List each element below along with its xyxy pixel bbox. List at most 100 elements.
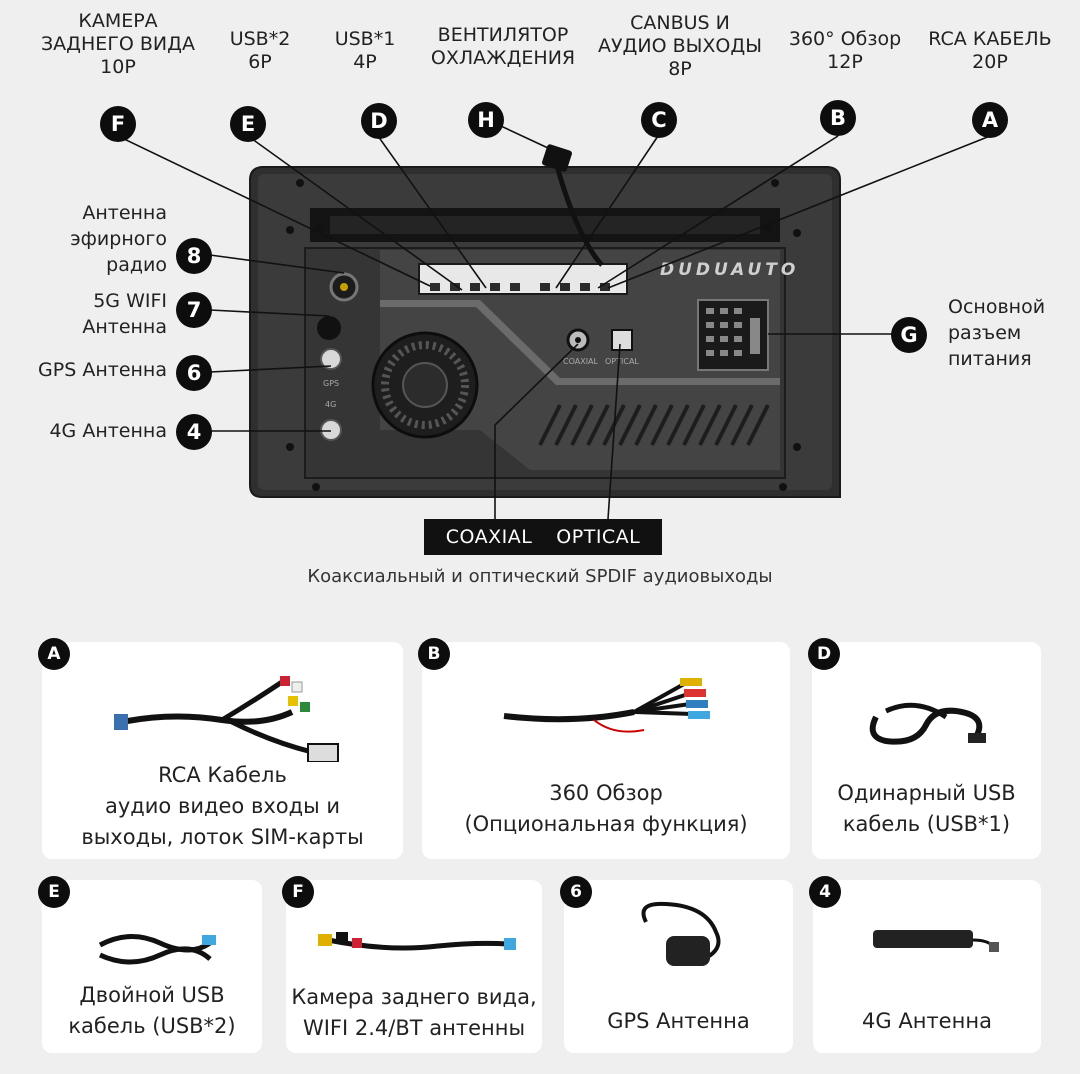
card-line: 4G Антенна <box>862 1009 992 1033</box>
card-line: 360 Обзор <box>549 781 663 805</box>
label-line: CANBUS И <box>630 12 730 34</box>
card-line: Одинарный USB <box>837 781 1016 805</box>
spdif-label-box: COAXIAL OPTICAL <box>424 519 662 555</box>
card-badge: D <box>808 638 840 670</box>
card-badge: F <box>282 876 314 908</box>
label-gps-antenna: GPS Антенна <box>38 359 167 381</box>
label-line: 20P <box>972 51 1008 73</box>
lte-port-label: 4G <box>325 400 336 409</box>
4g-antenna-image <box>873 930 999 952</box>
rca-cable-image <box>114 676 339 762</box>
coaxial-label: COAXIAL <box>445 526 533 548</box>
label-line: ОХЛАЖДЕНИЯ <box>430 47 576 69</box>
screws <box>286 179 801 491</box>
label-cooling-fan: ВЕНТИЛЯТОР ОХЛАЖДЕНИЯ <box>418 24 588 70</box>
card-line: кабель (USB*2) <box>68 1014 236 1038</box>
label-line: Основной <box>948 296 1046 318</box>
label-line: 12P <box>827 51 863 73</box>
label-canbus: CANBUS И АУДИО ВЫХОДЫ 8P <box>590 12 770 81</box>
card-line: GPS Антенна <box>607 1009 750 1033</box>
coaxial-port-label: COAXIAL <box>563 357 599 366</box>
fan-hub <box>402 362 448 408</box>
label-wifi-antenna: 5G WIFI Антенна <box>40 288 167 340</box>
card-line: выходы, лоток SIM-карты <box>81 825 364 849</box>
lte-antenna-port <box>320 419 342 441</box>
label-line: Антенна <box>82 316 167 338</box>
head-unit-diagram: DUDUAUTO COAXIAL OPTICAL GPS 4G <box>117 119 991 520</box>
label-360: 360° Обзор 12P <box>780 28 910 74</box>
power-pins <box>706 308 760 356</box>
badge-c: C <box>641 102 677 138</box>
label-line: RCA КАБЕЛЬ <box>928 28 1052 50</box>
card-line: WIFI 2.4/BT антенны <box>302 1016 526 1040</box>
label-line: эфирного <box>70 228 167 250</box>
card-text: GPS Антенна <box>564 1006 793 1037</box>
vent-grille <box>538 404 770 446</box>
badge-d: D <box>361 103 397 139</box>
card-text: RCA Кабель аудио видео входы и выходы, л… <box>42 760 403 853</box>
spdif-caption: Коаксиальный и оптический SPDIF аудиовых… <box>307 566 773 587</box>
badge-b: B <box>820 100 856 136</box>
card-text: 360 Обзор (Опциональная функция) <box>422 778 790 840</box>
card-360-view: B 360 Обзор (Опциональная функция) <box>418 638 790 859</box>
badge-e: E <box>230 106 266 142</box>
card-line: RCA Кабель <box>158 763 287 787</box>
usb1-cable-image <box>869 702 986 745</box>
label-line: разъем <box>948 322 1022 344</box>
card-line: (Опциональная функция) <box>464 812 748 836</box>
badge-4: 4 <box>176 414 212 450</box>
card-rear-camera: F Камера заднего вида, WIFI 2.4/BT антен… <box>282 876 542 1053</box>
optical-port <box>611 329 633 351</box>
label-rca: RCA КАБЕЛЬ 20P <box>915 28 1065 74</box>
label-line: 8P <box>668 58 692 80</box>
fan-cable <box>553 161 604 267</box>
optical-port-label: OPTICAL <box>605 357 639 366</box>
label-line: ВЕНТИЛЯТОР <box>437 24 569 46</box>
card-badge: B <box>418 638 450 670</box>
wifi-antenna-port <box>317 316 341 340</box>
optical-label: OPTICAL <box>556 526 641 548</box>
badge-a: A <box>972 102 1008 138</box>
card-text: Одинарный USB кабель (USB*1) <box>812 778 1041 840</box>
card-gps-antenna: 6 GPS Антенна <box>560 876 793 1053</box>
label-radio-antenna: Антенна эфирного радио <box>40 200 167 278</box>
label-line: 6P <box>248 51 272 73</box>
card-line: кабель (USB*1) <box>842 812 1011 836</box>
brand-logo: DUDUAUTO <box>660 260 799 280</box>
badge-8: 8 <box>176 238 212 274</box>
card-usb1: D Одинарный USB кабель (USB*1) <box>808 638 1041 859</box>
label-usb2: USB*2 6P <box>215 28 305 74</box>
gps-antenna-image <box>641 901 721 966</box>
usb2-cable-image <box>98 933 216 965</box>
connector-pins <box>430 283 610 291</box>
label-line: USB*2 <box>229 28 291 50</box>
card-badge: 6 <box>560 876 592 908</box>
card-usb2: E Двойной USB кабель (USB*2) <box>38 876 262 1053</box>
fan-ring <box>381 341 469 429</box>
badge-6: 6 <box>176 355 212 391</box>
gps-port-label: GPS <box>323 379 339 388</box>
card-rca-cable: A RCA Кабель аудио видео входы и выходы,… <box>38 638 403 859</box>
label-line: Антенна <box>82 202 167 224</box>
label-line: 360° Обзор <box>788 28 902 50</box>
label-line: 4P <box>353 51 377 73</box>
card-badge: 4 <box>809 876 841 908</box>
label-line: USB*1 <box>334 28 396 50</box>
360-cable-image <box>503 678 710 733</box>
card-line: аудио видео входы и <box>104 794 341 818</box>
rear-camera-cable-image <box>318 932 516 951</box>
label-rear-camera: КАМЕРА ЗАДНЕГО ВИДА 10P <box>38 10 198 79</box>
card-badge: E <box>38 876 70 908</box>
badge-h: H <box>468 102 504 138</box>
label-line: 10P <box>100 56 136 78</box>
label-line: АУДИО ВЫХОДЫ <box>597 35 762 57</box>
label-main-power: Основной разъем питания <box>948 294 1045 372</box>
card-badge: A <box>38 638 70 670</box>
badge-f: F <box>100 106 136 142</box>
label-line: КАМЕРА <box>78 10 158 32</box>
label-line: питания <box>948 348 1032 370</box>
top-slot-inner <box>330 216 760 234</box>
card-text: Камера заднего вида, WIFI 2.4/BT антенны <box>286 982 542 1044</box>
label-line: 5G WIFI <box>93 290 167 312</box>
label-usb1: USB*1 4P <box>320 28 410 74</box>
